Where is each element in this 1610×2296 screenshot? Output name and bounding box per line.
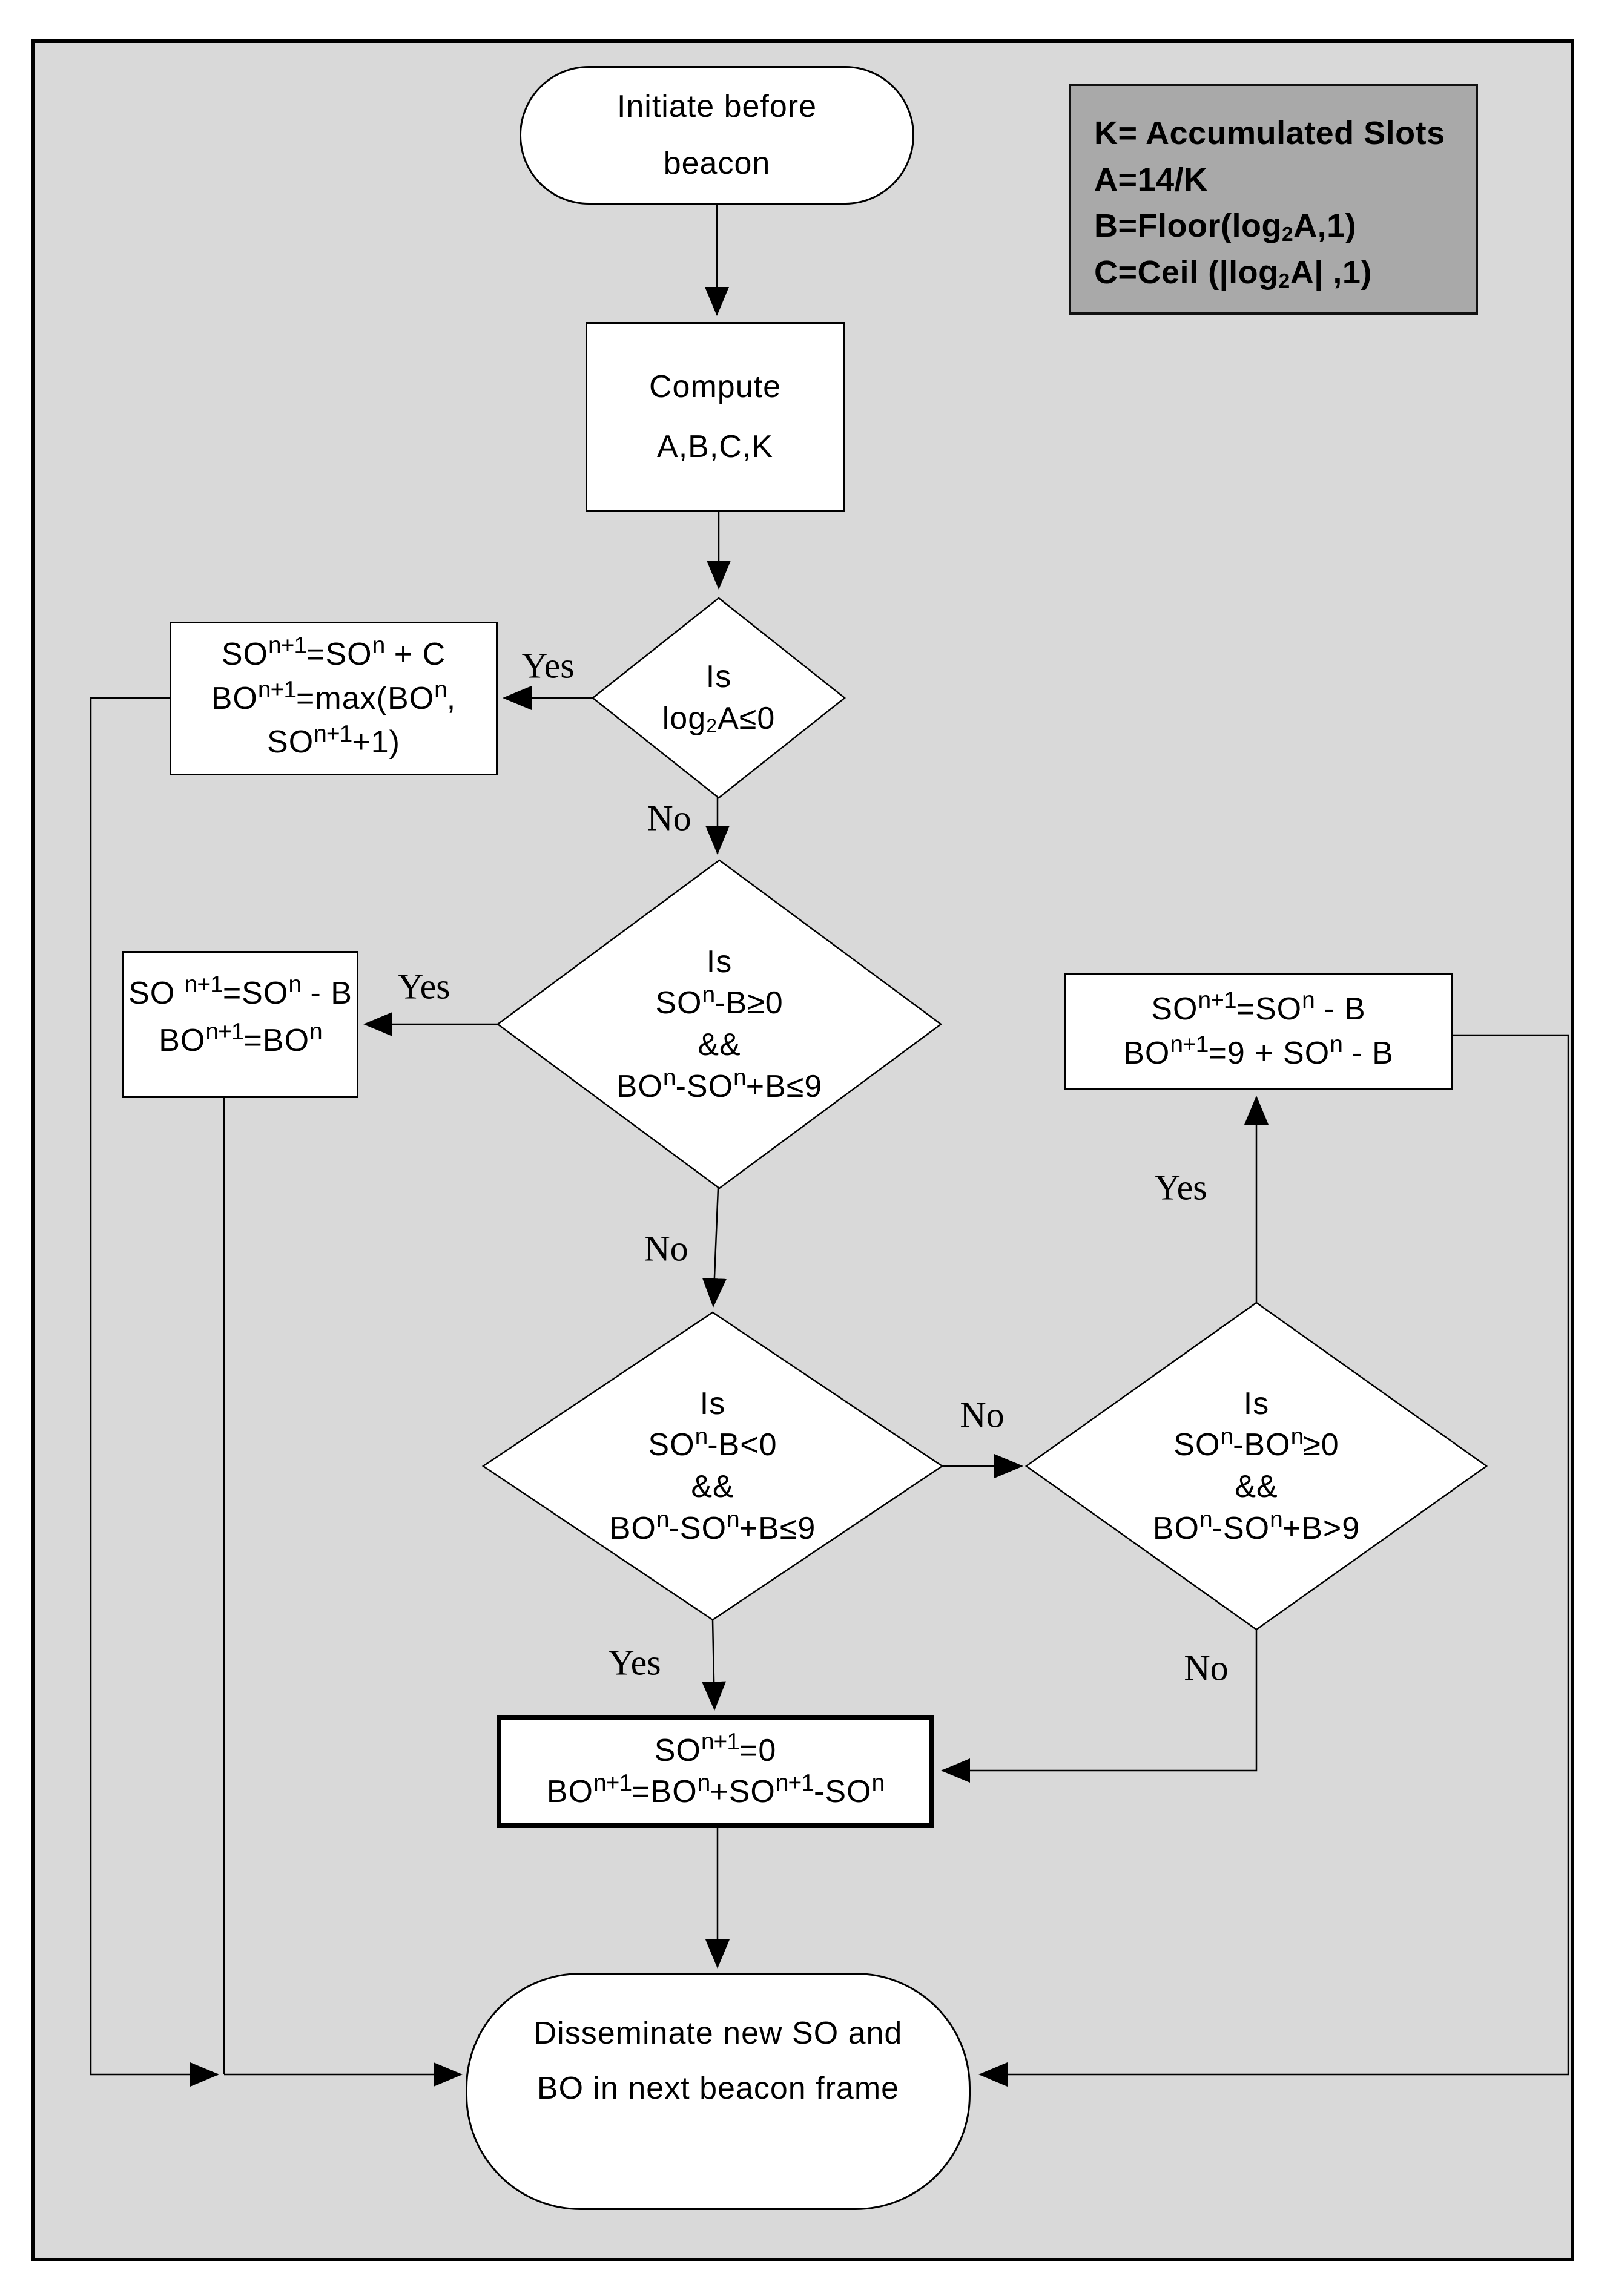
edge-decision4-no: [941, 1630, 1258, 1783]
decision2-diamond: [496, 859, 943, 1189]
label-yes-decision3: Yes: [608, 1642, 661, 1683]
label-yes-decision4: Yes: [1154, 1167, 1207, 1208]
label-no-decision4: No: [1184, 1648, 1229, 1688]
label-yes-decision2: Yes: [397, 966, 450, 1007]
label-no-decision2: No: [644, 1228, 688, 1269]
label-yes-decision1: Yes: [521, 645, 575, 686]
decision4-diamond: [1024, 1301, 1488, 1631]
edge-decision3-yes: [702, 1619, 727, 1711]
edge-decision2-no: [702, 1188, 727, 1308]
label-no-decision3: No: [960, 1395, 1005, 1435]
decision3-diamond: [481, 1311, 944, 1621]
edge-increase-to-end: [90, 697, 219, 2087]
decision1-diamond: [591, 597, 846, 799]
edge-wrap-to-end: [978, 1034, 1569, 2087]
label-no-decision1: No: [647, 798, 691, 838]
